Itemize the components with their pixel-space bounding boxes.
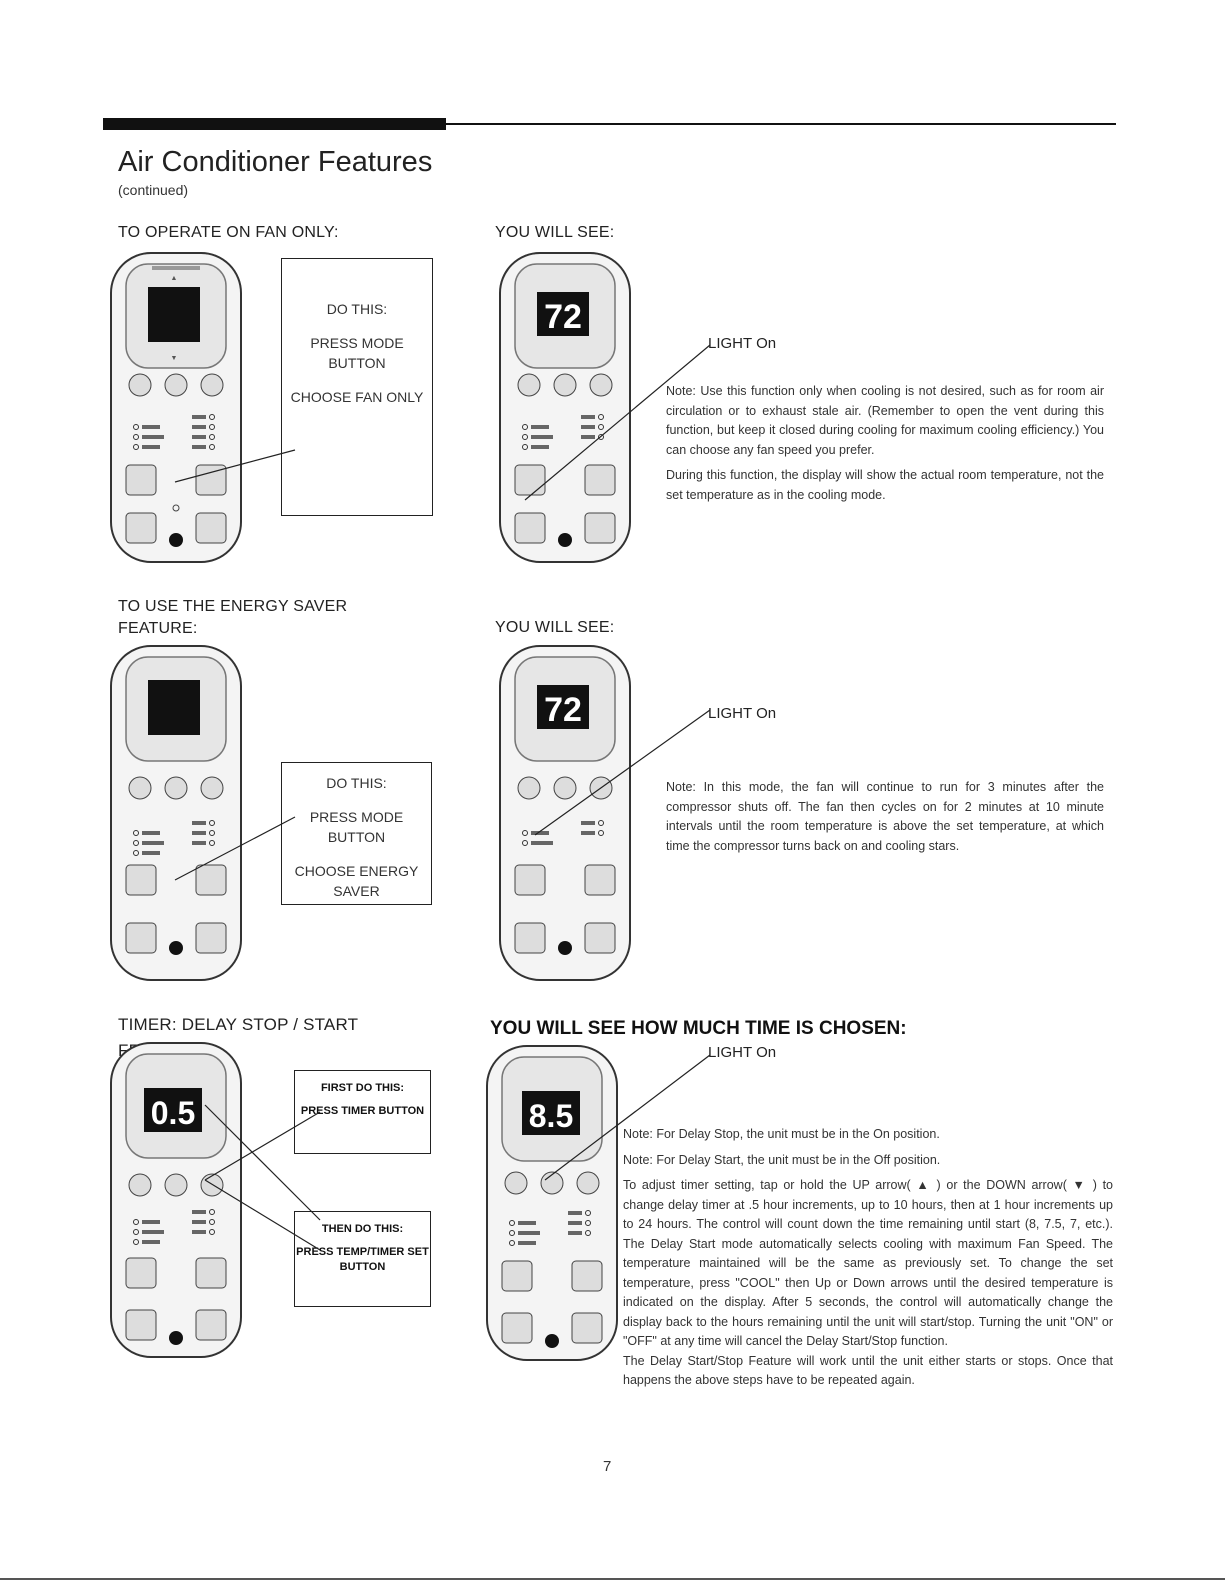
light-on-label: LIGHT On	[708, 335, 777, 352]
instruction-line: PRESS TEMP/TIMER SET BUTTON	[296, 1246, 429, 1273]
display-value: 72	[544, 298, 582, 336]
instruction-line: THEN DO THIS:	[321, 1223, 404, 1235]
instruction-box: DO THIS: PRESS MODE BUTTON CHOOSE FAN ON…	[281, 258, 433, 516]
instruction-line: PRESS MODE BUTTON	[310, 335, 404, 371]
instruction-line: PRESS MODE BUTTON	[309, 809, 404, 845]
header-rule-thick	[103, 118, 446, 130]
light-on-label: LIGHT On	[708, 705, 777, 722]
note-text: Note: In this mode, the fan will continu…	[666, 778, 1104, 862]
section2-left-label: TO USE THE ENERGY SAVER FEATURE:	[118, 598, 348, 637]
instruction-box-first: FIRST DO THIS: PRESS TIMER BUTTON	[294, 1070, 431, 1154]
pointer-line	[174, 449, 296, 483]
remote-control-image: ▲ ▼	[110, 252, 242, 563]
display-value: 72	[544, 691, 582, 729]
remote-control-image: 0.5	[110, 1042, 242, 1358]
instruction-line: CHOOSE ENERGY SAVER	[294, 863, 419, 899]
light-on-label: LIGHT On	[708, 1044, 777, 1061]
note-text: Note: Use this function only when coolin…	[666, 382, 1104, 511]
instruction-line: FIRST DO THIS:	[320, 1082, 405, 1094]
pointer-lines	[204, 1104, 321, 1251]
instruction-box: DO THIS: PRESS MODE BUTTON CHOOSE ENERGY…	[281, 762, 432, 905]
page-subtitle: (continued)	[118, 182, 189, 198]
section1-left-label: TO OPERATE ON FAN ONLY:	[118, 224, 339, 241]
note-paragraph: Note: Use this function only when coolin…	[666, 384, 1104, 457]
section2-right-label: YOU WILL SEE:	[495, 619, 615, 636]
svg-text:▲: ▲	[171, 275, 178, 282]
pointer-line	[544, 1054, 711, 1181]
note-text: Note: For Delay Stop, the unit must be i…	[623, 1125, 1113, 1397]
remote-control-image: 8.5	[486, 1045, 618, 1361]
note-paragraph: The Delay Start/Stop Feature will work u…	[623, 1353, 1113, 1388]
instruction-line: DO THIS:	[326, 301, 388, 317]
section3-right-label: YOU WILL SEE HOW MUCH TIME IS CHOSEN:	[490, 1018, 907, 1039]
remote-control-image: 72	[499, 252, 631, 563]
instruction-line: CHOOSE FAN ONLY	[290, 389, 424, 405]
note-paragraph: Note: For Delay Start, the unit must be …	[623, 1152, 941, 1167]
header-rule-thin	[446, 123, 1116, 125]
pointer-line	[524, 344, 711, 501]
remote-control-image	[110, 645, 242, 981]
note-paragraph: Note: In this mode, the fan will continu…	[666, 780, 1104, 853]
instruction-box-then: THEN DO THIS: PRESS TEMP/TIMER SET BUTTO…	[294, 1211, 431, 1307]
note-paragraph: Note: For Delay Stop, the unit must be i…	[623, 1127, 940, 1141]
instruction-line: DO THIS:	[326, 775, 387, 791]
page-title: Air Conditioner Features	[118, 146, 433, 178]
pointer-line	[534, 709, 711, 836]
svg-text:▼: ▼	[171, 355, 178, 362]
display-value: 0.5	[151, 1095, 195, 1131]
display-value: 8.5	[529, 1098, 573, 1134]
instruction-line: PRESS TIMER BUTTON	[300, 1105, 425, 1117]
bottom-rule	[0, 1578, 1225, 1580]
note-paragraph: To adjust timer setting, tap or hold the…	[623, 1178, 1113, 1348]
page-number: 7	[603, 1458, 612, 1475]
pointer-line	[174, 816, 296, 881]
note-paragraph: During this function, the display will s…	[666, 468, 1104, 502]
section1-right-label: YOU WILL SEE:	[495, 224, 615, 241]
